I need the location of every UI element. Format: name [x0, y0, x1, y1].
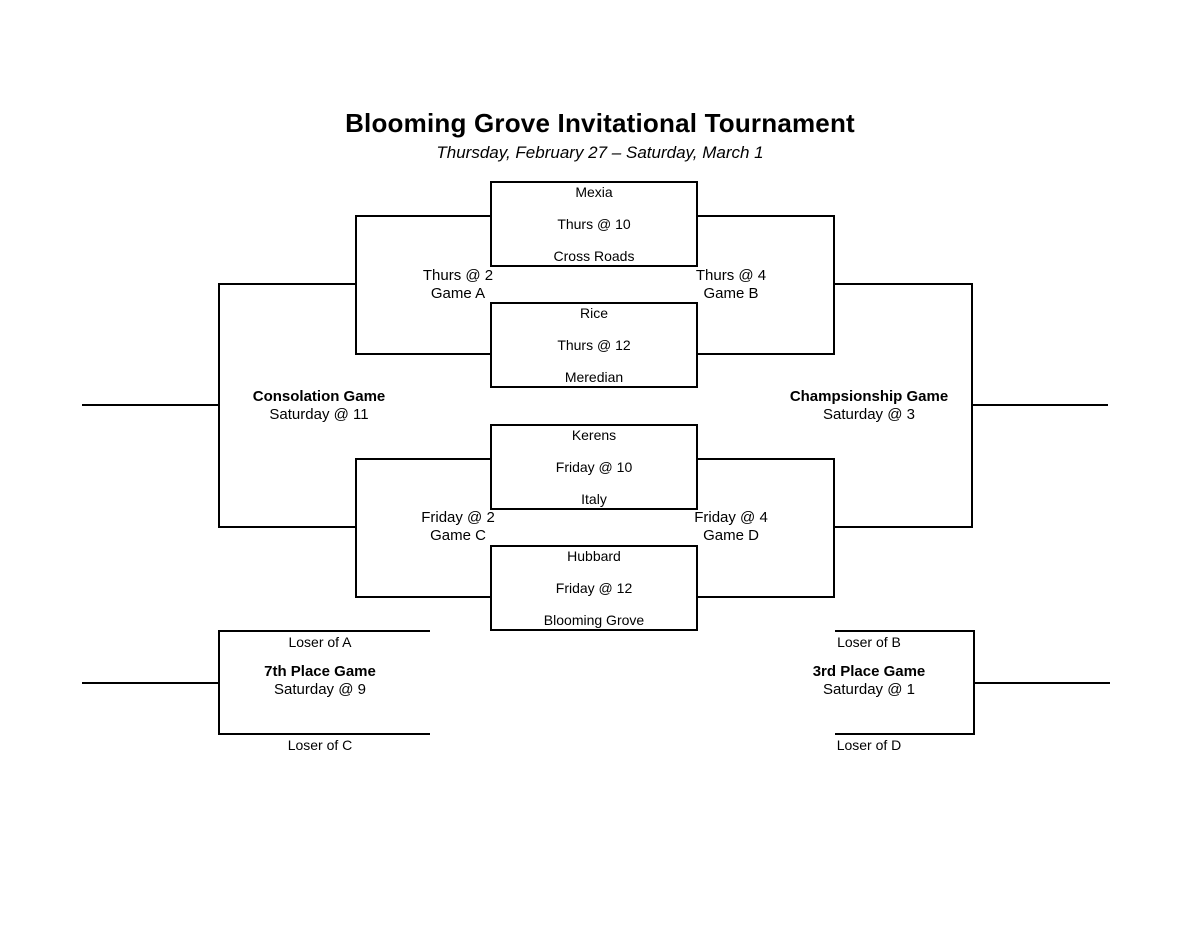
match-time: Friday @ 12	[555, 579, 633, 596]
team-name-bottom: Cross Roads	[553, 247, 635, 264]
bracket-line	[698, 458, 835, 460]
bracket-line	[218, 283, 357, 285]
bracket-line	[698, 215, 835, 217]
bracket-line	[698, 596, 835, 598]
bracket-line	[355, 353, 492, 355]
game-name: Consolation Game	[252, 388, 386, 405]
game-time: Thurs @ 2	[422, 267, 494, 284]
bracket-line	[218, 630, 430, 632]
bracket-line	[218, 733, 430, 735]
team-name-bottom: Italy	[581, 490, 607, 507]
team-name-bottom: Blooming Grove	[543, 611, 645, 628]
match-box-thurs-12: Rice Thurs @ 12 Meredian	[490, 302, 698, 388]
bracket-line	[355, 215, 492, 217]
bracket-line	[355, 215, 357, 355]
bracket-line	[355, 458, 492, 460]
match-box-friday-10: Kerens Friday @ 10 Italy	[490, 424, 698, 510]
team-name-bottom: Meredian	[564, 368, 624, 385]
bracket-line	[833, 458, 835, 598]
bracket-line	[833, 283, 971, 285]
game-a-label: Thurs @ 2 Game A	[388, 267, 528, 303]
team-name-top: Hubbard	[567, 548, 621, 564]
game-name: 7th Place Game	[264, 663, 376, 680]
match-box-thurs-10: Mexia Thurs @ 10 Cross Roads	[490, 181, 698, 267]
page-subtitle: Thursday, February 27 – Saturday, March …	[436, 143, 764, 162]
feeder-loser-of-d: Loser of D	[836, 737, 902, 753]
match-time: Thurs @ 10	[557, 215, 631, 232]
bracket-line	[355, 596, 492, 598]
bracket-line	[355, 458, 357, 598]
game-name: Game A	[430, 285, 486, 302]
bracket-line	[973, 682, 1110, 684]
feeder-loser-of-b: Loser of B	[837, 634, 901, 650]
seventh-place-game-label: 7th Place Game Saturday @ 9	[230, 663, 410, 699]
team-name-top: Kerens	[571, 427, 617, 443]
game-name: Game D	[703, 527, 759, 544]
bracket-line	[833, 215, 835, 355]
game-time: Saturday @ 3	[823, 406, 915, 423]
game-name: 3rd Place Game	[812, 663, 926, 680]
bracket-line	[82, 404, 218, 406]
championship-game-label: Champsionship Game Saturday @ 3	[769, 388, 969, 424]
feeder-loser-of-a: Loser of A	[288, 634, 352, 650]
consolation-game-label: Consolation Game Saturday @ 11	[219, 388, 419, 424]
game-time: Saturday @ 11	[269, 406, 369, 423]
bracket-line	[82, 682, 218, 684]
third-place-game-label: 3rd Place Game Saturday @ 1	[779, 663, 959, 699]
bracket-line	[218, 526, 357, 528]
game-time: Thurs @ 4	[695, 267, 767, 284]
bracket-line	[698, 353, 835, 355]
match-time: Thurs @ 12	[557, 336, 631, 353]
match-box-friday-12: Hubbard Friday @ 12 Blooming Grove	[490, 545, 698, 631]
bracket-line	[971, 404, 1108, 406]
bracket-line	[833, 526, 971, 528]
game-c-label: Friday @ 2 Game C	[388, 509, 528, 545]
game-time: Friday @ 2	[421, 509, 495, 526]
game-d-label: Friday @ 4 Game D	[661, 509, 801, 545]
match-time: Friday @ 10	[555, 458, 633, 475]
game-name: Champsionship Game	[789, 388, 949, 405]
game-name: Game B	[703, 285, 759, 302]
bracket-line	[218, 630, 220, 735]
game-time: Friday @ 4	[694, 509, 768, 526]
game-time: Saturday @ 9	[274, 681, 366, 698]
game-name: Game C	[430, 527, 486, 544]
bracket-line	[835, 733, 975, 735]
feeder-loser-of-c: Loser of C	[287, 737, 353, 753]
game-time: Saturday @ 1	[823, 681, 915, 698]
team-name-top: Rice	[579, 305, 608, 321]
bracket-line	[218, 283, 220, 528]
page-title: Blooming Grove Invitational Tournament	[345, 108, 855, 138]
game-b-label: Thurs @ 4 Game B	[661, 267, 801, 303]
bracket-line	[835, 630, 975, 632]
team-name-top: Mexia	[575, 184, 613, 200]
